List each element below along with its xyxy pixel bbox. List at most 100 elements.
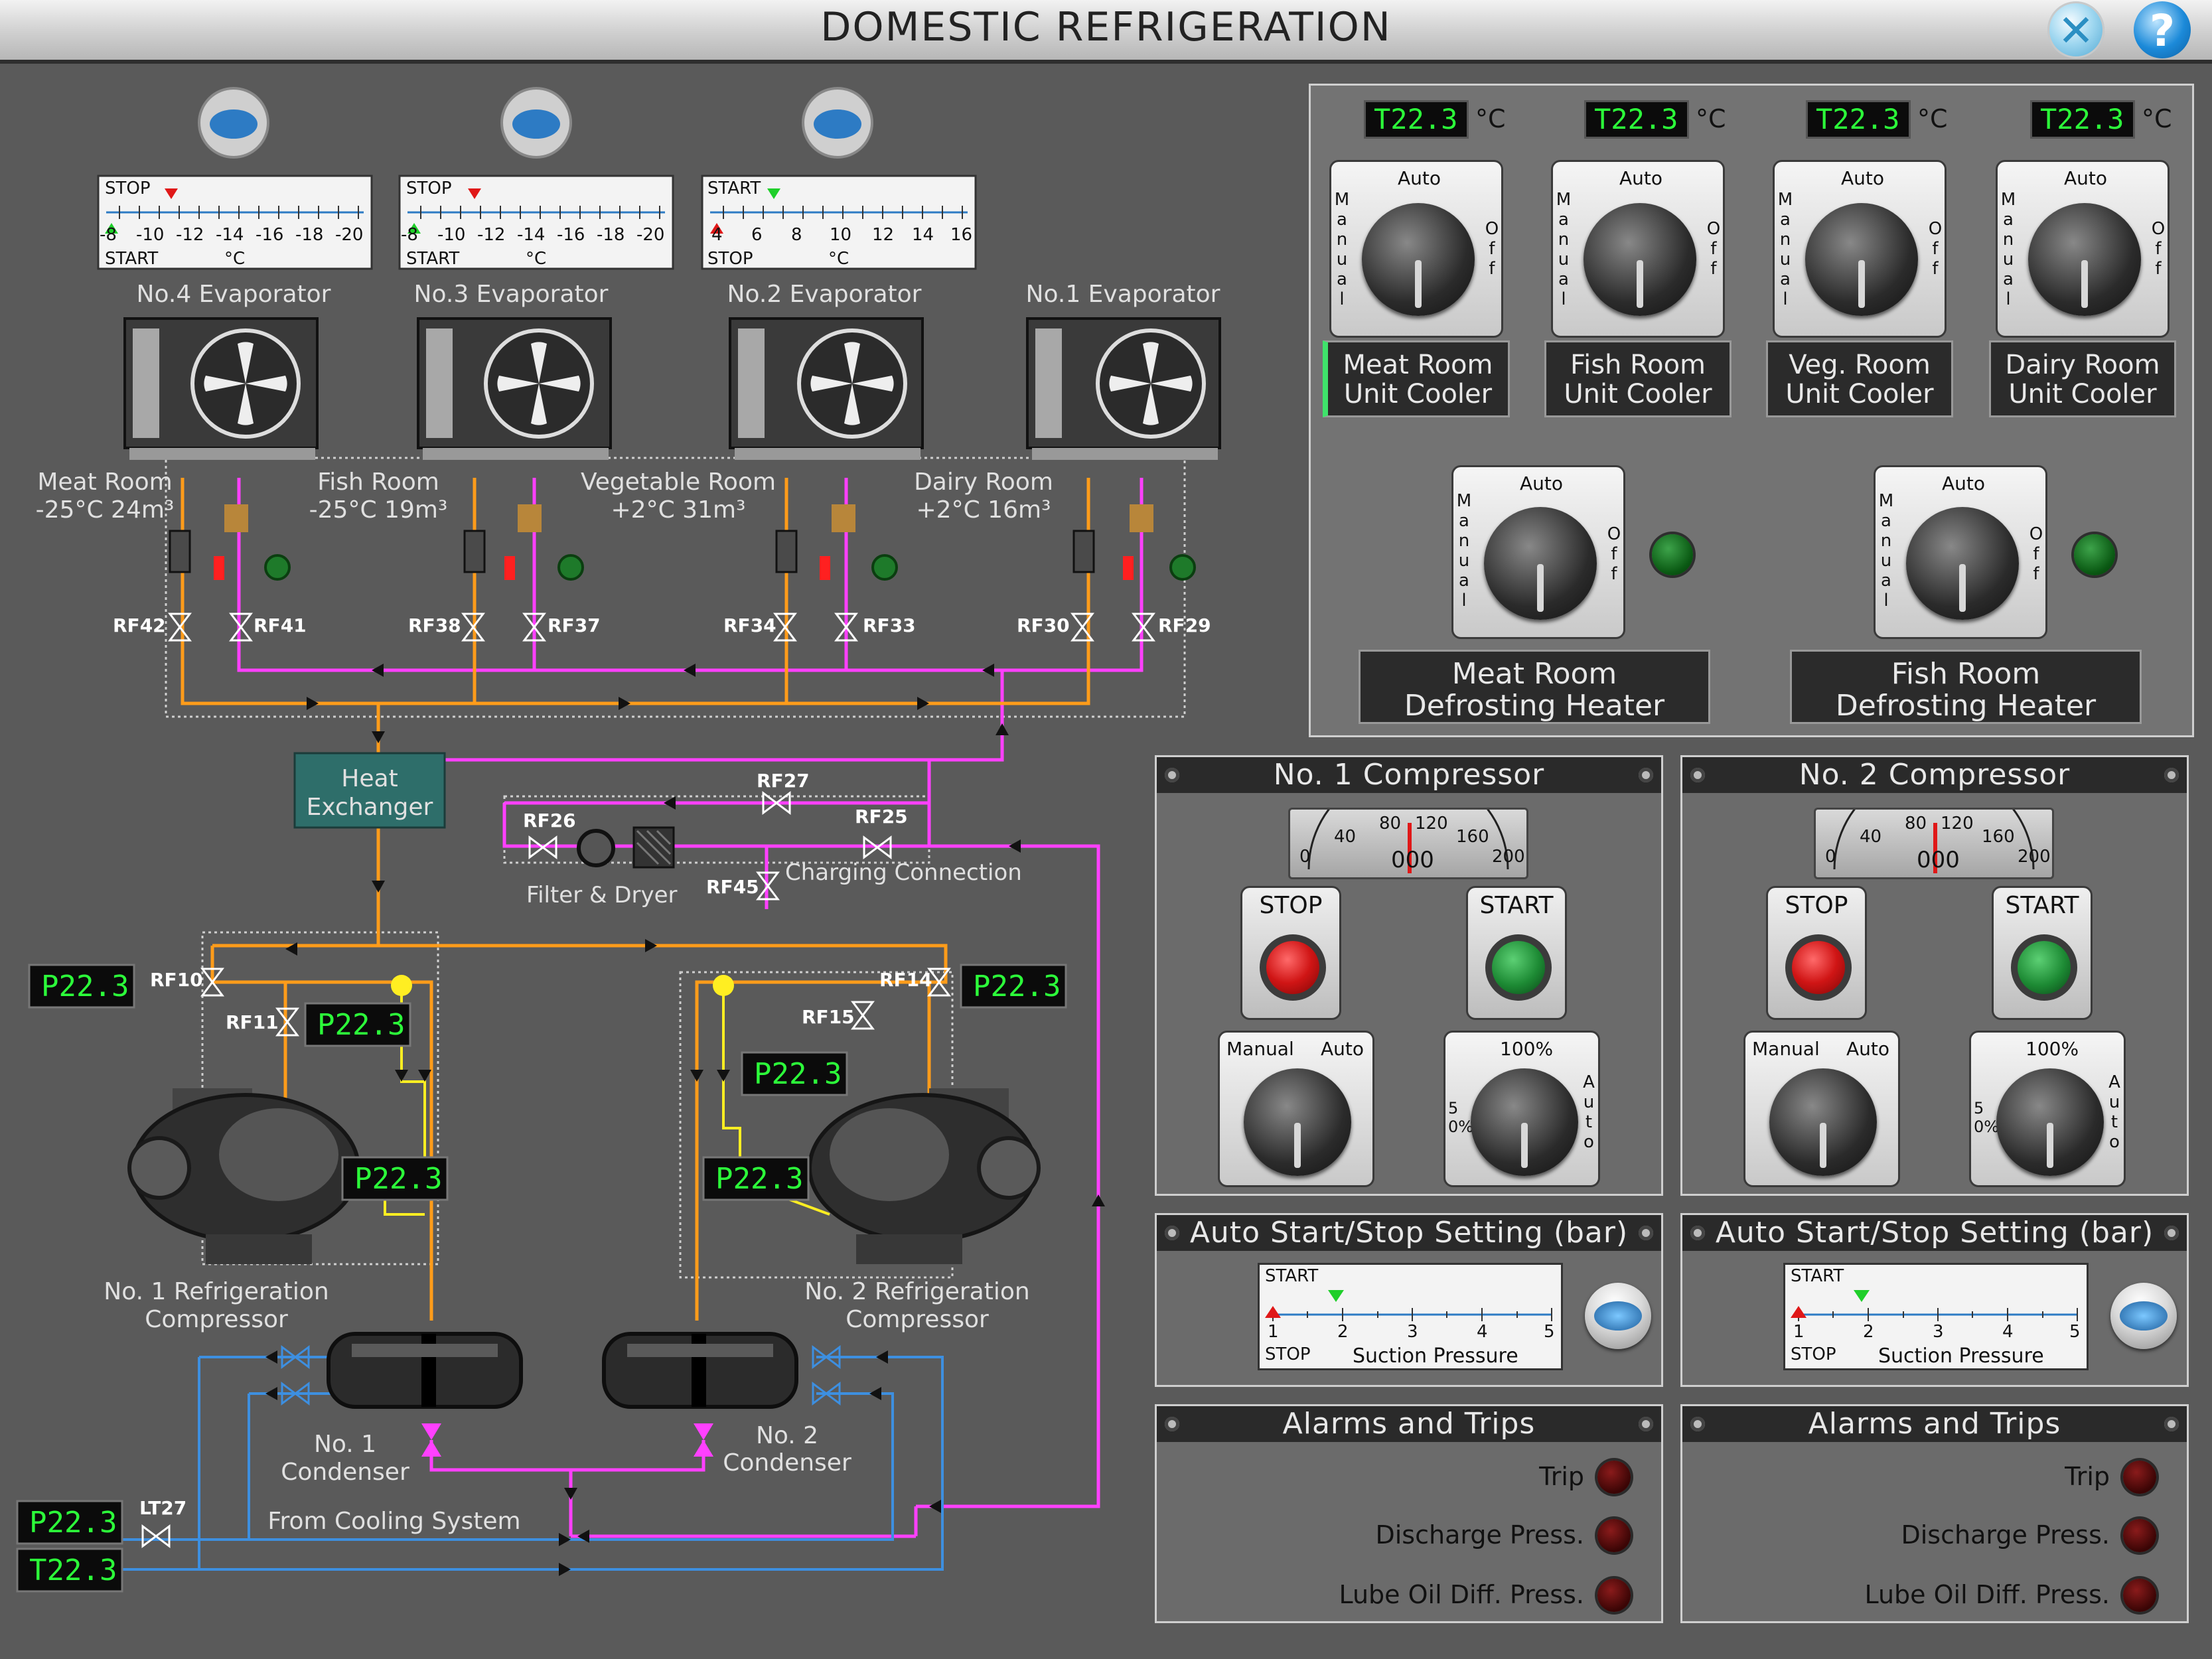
evap2-tick: 8 — [791, 225, 802, 245]
gauge-tick: 120 — [1941, 814, 1974, 833]
rotary-knob[interactable] — [1805, 203, 1918, 316]
suction-pressure-label: Suction Pressure — [1353, 1344, 1518, 1368]
pressure-readout: P22.3 — [354, 1162, 442, 1196]
scale-tick: 2 — [1337, 1322, 1349, 1342]
alarm-label: Lube Oil Diff. Press. — [1339, 1580, 1584, 1609]
room-label-meat: Meat Room — [37, 469, 172, 496]
help-glyph: ? — [2149, 5, 2175, 56]
rotary-knob[interactable] — [1244, 1068, 1351, 1176]
cooler-label-line1: Dairy Room — [2005, 350, 2160, 380]
evap2-tick: 4 — [711, 225, 723, 245]
gauge-tick: 40 — [1334, 827, 1357, 847]
valve-symbols — [141, 613, 1155, 1548]
valve-label: RF38 — [408, 614, 461, 636]
room-label-veg: Vegetable Room — [581, 469, 776, 496]
rotary-knob[interactable] — [1769, 1068, 1877, 1176]
alarm-label: Discharge Press. — [1375, 1520, 1584, 1550]
suction-pressure-scale-2: START STOP Suction Pressure 1 2 3 4 5 — [1783, 1263, 2089, 1370]
pct50-label: 50% — [1974, 1099, 2000, 1136]
compressor-1-stop-button[interactable]: STOP — [1240, 886, 1341, 1020]
autostart-1-adjust-button[interactable] — [1585, 1283, 1651, 1349]
evap4-tick: -20 — [335, 225, 363, 245]
temp-readout-meat: T22.3 — [1364, 100, 1469, 139]
rotary-knob[interactable] — [1471, 1068, 1578, 1176]
pressure-readouts: P22.3 P22.3 P22.3 P22.3 P22.3 P22.3 P22.… — [16, 964, 1067, 1593]
valve-label: RF42 — [113, 614, 166, 636]
valve-label: RF41 — [254, 614, 307, 636]
charging-connection-label: Charging Connection — [785, 859, 1022, 886]
evap2-tick: 6 — [751, 225, 763, 245]
start-label: START — [1791, 1266, 1844, 1286]
gauge-value: 000 — [1391, 847, 1434, 873]
alarm-row-lube: Lube Oil Diff. Press. — [1157, 1576, 1661, 1616]
cooler-label-line1: Meat Room — [1343, 350, 1493, 380]
pressure-readout: P22.3 — [41, 970, 129, 1003]
alarms-1-title: Alarms and Trips — [1282, 1407, 1536, 1441]
autostart-2-adjust-button[interactable] — [2110, 1283, 2177, 1349]
auto-label: Auto — [1321, 1038, 1364, 1060]
evap3-scale-bottom: START — [406, 249, 459, 269]
scale-face — [1791, 1290, 2078, 1321]
evap3-tick: -10 — [437, 225, 465, 245]
autostart-2-panel: Auto Start/Stop Setting (bar) START STOP… — [1680, 1213, 2189, 1387]
condenser-2-image — [602, 1332, 798, 1409]
evaporator-scale-3 — [398, 175, 674, 270]
valve-label: LT27 — [139, 1497, 186, 1519]
compressor-2-label: Compressor — [846, 1306, 989, 1333]
condenser-1-label: Condenser — [281, 1459, 409, 1486]
cooler-label-line1: Fish Room — [1570, 350, 1706, 380]
evap4-tick: -12 — [176, 225, 204, 245]
room-label-dairy: Dairy Room — [914, 469, 1053, 496]
evap2-tick: 10 — [830, 225, 851, 245]
condenser-1-label: No. 1 — [314, 1431, 376, 1458]
temp-unit: °C — [1696, 104, 1726, 133]
compressor-1-mode-switch[interactable]: Manual Auto — [1218, 1031, 1374, 1187]
room-label-fish: Fish Room — [317, 469, 439, 496]
alarm-lamp — [1597, 1579, 1631, 1612]
close-icon[interactable]: ✕ — [2047, 1, 2104, 58]
temp-unit: °C — [1917, 104, 1948, 133]
room-spec-meat: -25°C 24m³ — [36, 496, 175, 524]
evaporator-2-label: No.2 Evaporator — [727, 281, 922, 308]
rotary-knob[interactable] — [1996, 1068, 2104, 1176]
valve-label: RF14 — [879, 969, 932, 991]
valve-label: RF15 — [802, 1006, 855, 1028]
compressor-2-title: No. 2 Compressor — [1799, 758, 2071, 792]
compressor-1-start-button[interactable]: START — [1466, 886, 1567, 1020]
auto-label: Auto — [2064, 167, 2108, 189]
auto-label: Auto — [1619, 167, 1663, 189]
compressor-2-gauge: 0 40 80 120 160 200 000 — [1814, 768, 2054, 879]
evaporator-4-label: No.4 Evaporator — [137, 281, 331, 308]
alarm-lamp — [1597, 1461, 1631, 1494]
rotary-knob[interactable] — [2028, 203, 2141, 316]
evap3-tick: -8 — [401, 225, 418, 245]
heater-label-line1: Fish Room — [1891, 657, 2041, 691]
compressor-2-stop-button[interactable]: STOP — [1766, 886, 1867, 1020]
rotary-knob[interactable] — [1584, 203, 1696, 316]
alarm-lamp — [2123, 1519, 2156, 1552]
scale-tick: 2 — [1863, 1322, 1874, 1342]
scale-tick: 3 — [1933, 1322, 1944, 1342]
evaporator-3-label: No.3 Evaporator — [414, 281, 609, 308]
rotary-knob[interactable] — [1906, 507, 2019, 620]
fish-heater-lamp — [2074, 534, 2115, 575]
compressor-2-start-button[interactable]: START — [1992, 886, 2093, 1020]
compressor-2-mode-switch[interactable]: Manual Auto — [1743, 1031, 1900, 1187]
help-icon[interactable]: ? — [2134, 1, 2191, 58]
temp-readout-fish: T22.3 — [1584, 100, 1689, 139]
evap4-tick: -8 — [100, 225, 117, 245]
evap4-tick: -18 — [295, 225, 323, 245]
rotary-knob[interactable] — [1362, 203, 1475, 316]
temp-readout-dairy: T22.3 — [2030, 100, 2135, 139]
rotary-knob[interactable] — [1484, 507, 1597, 620]
